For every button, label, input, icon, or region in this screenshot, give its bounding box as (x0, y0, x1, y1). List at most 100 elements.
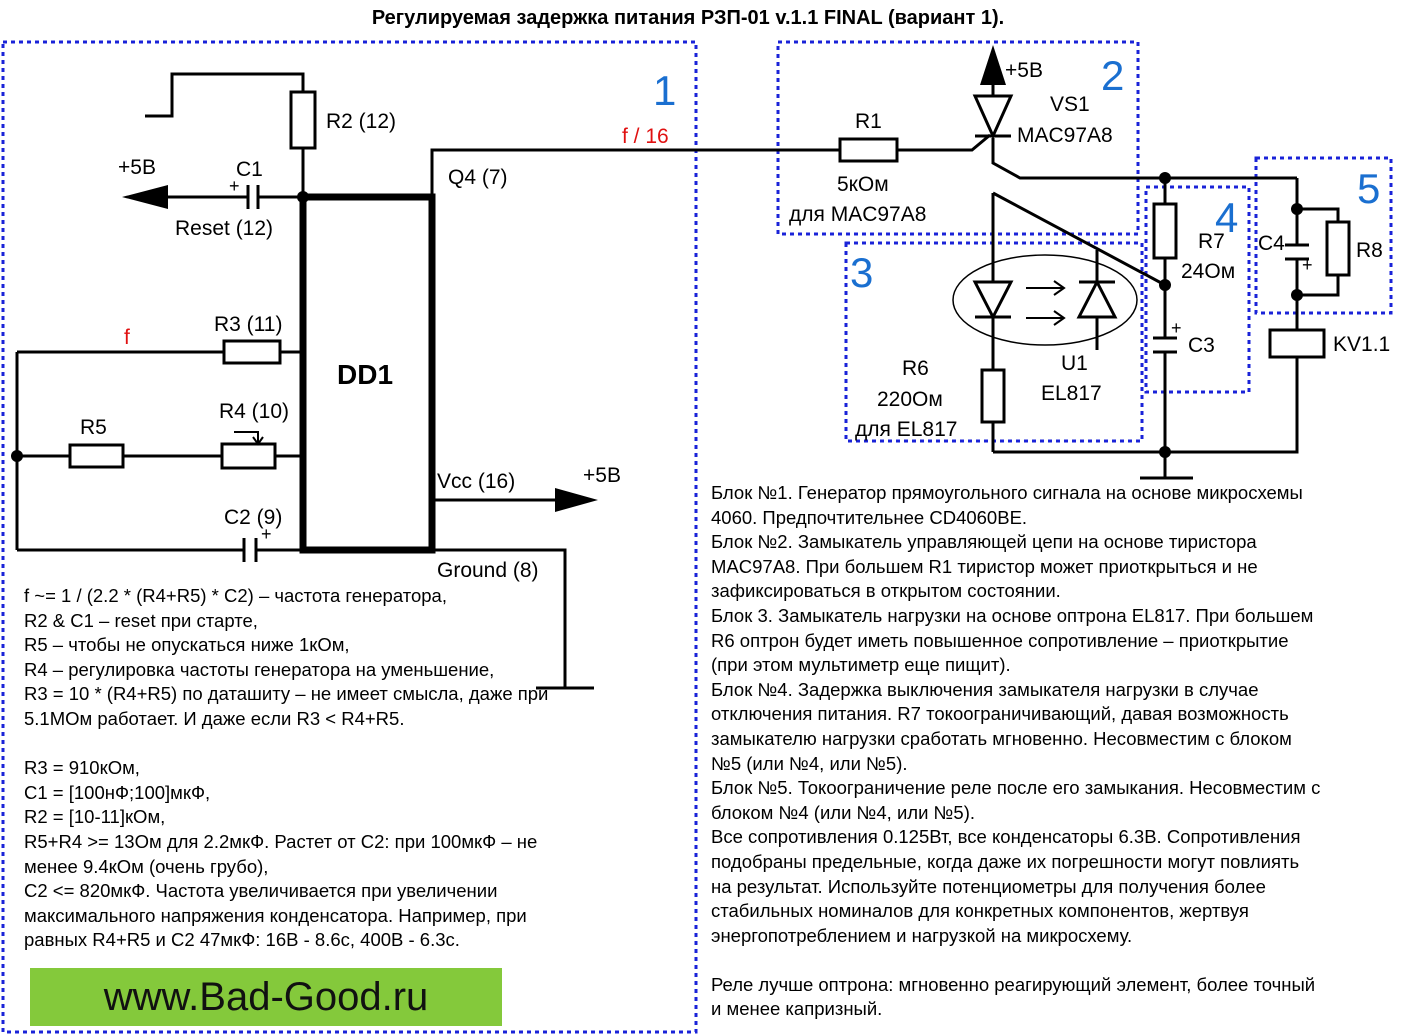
note-line: Все сопротивления 0.125Вт, все конденсат… (711, 826, 1301, 848)
note-line: и менее капризный. (711, 998, 883, 1020)
r4-potentiometer (220, 442, 277, 470)
plus-5v-label-vcc: +5В (583, 464, 621, 487)
block-5-number: 5 (1357, 165, 1380, 212)
plus-5v-arrow-vcc (555, 488, 598, 512)
u1-led (972, 280, 1014, 321)
note-line: зафиксироваться в открытом состоянии. (711, 580, 1061, 602)
block-2-number: 2 (1101, 52, 1124, 99)
plus-5v-arrow-left (122, 185, 168, 209)
note-line: стабильных номиналов для конкретных комп… (711, 900, 1249, 922)
vs1-label: VS1 (1050, 93, 1090, 116)
r2-resistor (289, 90, 317, 150)
r5-resistor (68, 443, 125, 469)
kv-label: KV1.1 (1333, 333, 1390, 356)
r3-label: R3 (11) (214, 313, 282, 336)
note-line: на результат. Используйте потенциометры … (711, 875, 1266, 897)
note-line: подобраны предельные, когда даже их погр… (711, 850, 1300, 872)
c4-label: C4 (1258, 232, 1285, 255)
r5-label: R5 (80, 416, 107, 439)
u1-light-arrows (1026, 280, 1066, 326)
dd1-chip (299, 193, 436, 554)
wires-block-5 (1165, 176, 1340, 330)
note-line: R3 = 10 * (R4+R5) по даташиту – не имеет… (24, 683, 549, 705)
vs1-thyristor (972, 94, 1014, 140)
r6-resistor (980, 368, 1006, 424)
note-line: R3 = 910кОм, (24, 757, 140, 779)
r2-label: R2 (12) (326, 110, 396, 133)
capacitor-plates-block-1 (242, 185, 260, 562)
note-line: энергопотреблением и нагрузкой на микрос… (711, 924, 1133, 946)
note-line: R5+R4 >= 13Ом для 2.2мкФ. Растет от C2: … (24, 830, 538, 852)
block-1-number: 1 (653, 67, 676, 114)
labels-block-3: R6 220Ом для EL817 U1 EL817 (855, 352, 1102, 441)
c2-label: C2 (9) (224, 506, 282, 529)
r3-resistor (222, 339, 282, 365)
note-line: отключения питания. R7 токоограничивающи… (711, 703, 1289, 725)
r7-resistor (1152, 202, 1178, 260)
block-5-frame (1254, 156, 1393, 315)
plus-5v-label-left: +5В (118, 156, 156, 179)
r6-label: R6 (902, 357, 929, 380)
labels-block-4: R7 24Ом C3 + (1171, 230, 1235, 357)
u1-photodiode (1076, 278, 1118, 319)
note-line: Блок 3. Замыкатель нагрузки на основе оп… (711, 604, 1314, 626)
diagram-title: Регулируемая задержка питания РЗП-01 v.1… (372, 7, 1004, 29)
r8-resistor (1325, 220, 1351, 277)
note-line: Блок №4. Задержка выключения замыкателя … (711, 678, 1259, 700)
note-line: замыкателю нагрузки сработать мгновенно.… (711, 727, 1292, 749)
r1-label: R1 (855, 110, 882, 133)
block-2-frame (776, 40, 1140, 236)
note-line: Реле лучше оптрона: мгновенно реагирующи… (711, 973, 1316, 995)
junctions-block-1 (11, 191, 309, 462)
c3-label: C3 (1188, 334, 1215, 357)
note-line: R4 – регулировка частоты генератора на у… (24, 658, 495, 680)
r4-slider (234, 431, 264, 446)
r4-label: R4 (10) (219, 400, 289, 423)
note-line: C1 = [100нФ;100]мкФ, (24, 781, 211, 803)
q4-label: Q4 (7) (448, 166, 508, 189)
note-line: (при этом мультиметр еще пищит). (711, 654, 1011, 676)
junctions-right (1159, 172, 1303, 458)
note-line: Блок №1. Генератор прямоугольного сигнал… (711, 482, 1303, 503)
f16-label: f / 16 (622, 125, 669, 148)
r1-value-label: 5кОм (837, 173, 889, 196)
labels-block-2: +5В VS1 MAC97A8 R1 5кОм для MAC97A8 (789, 59, 1113, 226)
block-4-number: 4 (1215, 194, 1238, 241)
note-line: №5 (или №4, или №5). (711, 752, 908, 774)
note-line: f ~= 1 / (2.2 * (R4+R5) * C2) – частота … (24, 585, 447, 606)
ground-label: Ground (8) (437, 559, 539, 582)
f-label: f (124, 326, 130, 349)
block-1-frame (1, 40, 698, 1034)
vs1-part-label: MAC97A8 (1017, 124, 1113, 147)
block-3-number: 3 (850, 249, 873, 296)
kv-relay-coil (1268, 328, 1326, 359)
note-line: MAC97A8. При большем R1 тиристор может п… (711, 555, 1258, 577)
note-line: 5.1МОм работает. И даже если R3 < R4+R5. (24, 707, 405, 729)
c2-plus: + (261, 524, 272, 544)
site-url[interactable]: www.Bad-Good.ru (103, 975, 429, 1019)
c3-plus: + (1171, 318, 1182, 338)
note-line: R5 – чтобы не опускаться ниже 1кОм, (24, 634, 350, 656)
r8-label: R8 (1356, 239, 1383, 262)
r7-label: R7 (1198, 230, 1225, 253)
notes-left: f ~= 1 / (2.2 * (R4+R5) * C2) – частота … (24, 584, 548, 953)
note-line: 4060. Предпочтительнее CD4060BE. (711, 506, 1028, 528)
note-line: блоком №4 (или №4, или №5). (711, 801, 975, 823)
r6-value-label: 220Ом (877, 388, 943, 411)
r1-resistor (838, 137, 899, 163)
note-line (24, 732, 548, 757)
note-line: R6 оптрон будет иметь повышенное сопроти… (711, 629, 1289, 651)
reset-label: Reset (12) (175, 217, 273, 240)
note-line: R2 = [10-11]кОм, (24, 806, 166, 828)
notes-right: Блок №1. Генератор прямоугольного сигнал… (711, 481, 1320, 1022)
component-symbols-block-1 (68, 90, 317, 470)
c1-label: C1 (236, 158, 263, 181)
c4-capacitor (1285, 243, 1309, 261)
block-4-frame (1144, 185, 1251, 394)
c1-plus: + (229, 176, 240, 196)
note-line: Блок №2. Замыкатель управляющей цепи на … (711, 531, 1257, 553)
c3-capacitor (1153, 336, 1177, 354)
r1-note-label: для MAC97A8 (789, 203, 926, 226)
u1-part-label: EL817 (1041, 382, 1102, 405)
